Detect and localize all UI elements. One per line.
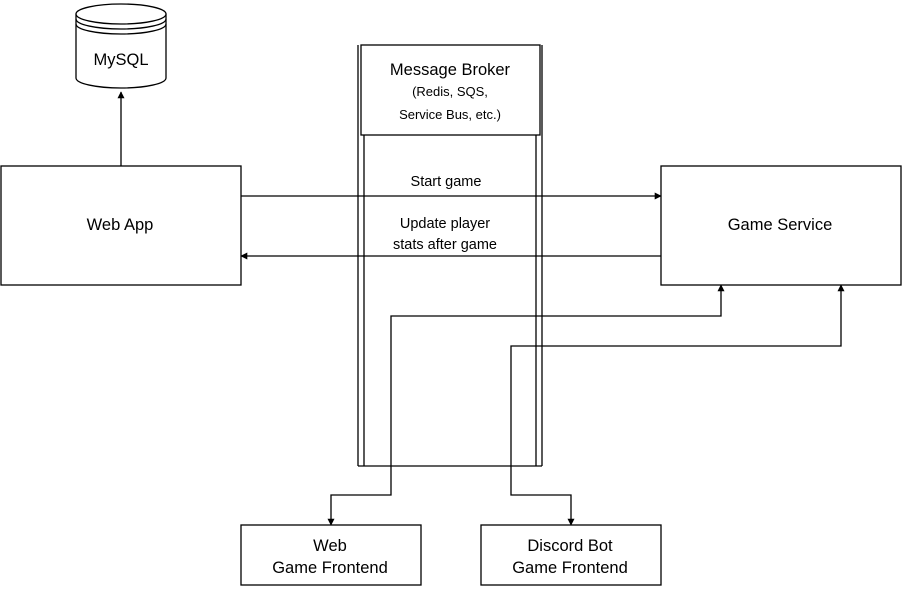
edge-web-frontend-game-service [327, 284, 725, 526]
game-service-label: Game Service [728, 216, 833, 234]
web-game-frontend-node[interactable]: Web Game Frontend [240, 524, 422, 586]
discord-bot-frontend-node[interactable]: Discord Bot Game Frontend [480, 524, 662, 586]
game-service-node[interactable]: Game Service [660, 165, 902, 286]
web-app-label: Web App [87, 216, 154, 234]
message-broker-subtitle-line1: (Redis, SQS, [412, 84, 488, 99]
mysql-database-node[interactable]: MySQL [75, 3, 167, 89]
message-broker-node[interactable]: Message Broker (Redis, SQS, Service Bus,… [360, 44, 541, 136]
web-frontend-line2: Game Frontend [272, 559, 388, 577]
update-stats-label-line2: stats after game [393, 237, 497, 253]
discord-frontend-line1: Discord Bot [527, 537, 613, 555]
message-broker-subtitle-line2: Service Bus, etc.) [399, 107, 501, 122]
update-stats-label-line1: Update player [400, 216, 490, 232]
web-app-node[interactable]: Web App [0, 165, 242, 286]
edge-discord-frontend-game-service [510, 284, 845, 526]
discord-frontend-line2: Game Frontend [512, 559, 628, 577]
message-broker-title: Message Broker [390, 61, 511, 79]
web-frontend-line1: Web [313, 537, 347, 555]
start-game-label: Start game [411, 174, 482, 190]
mysql-label: MySQL [93, 51, 148, 69]
